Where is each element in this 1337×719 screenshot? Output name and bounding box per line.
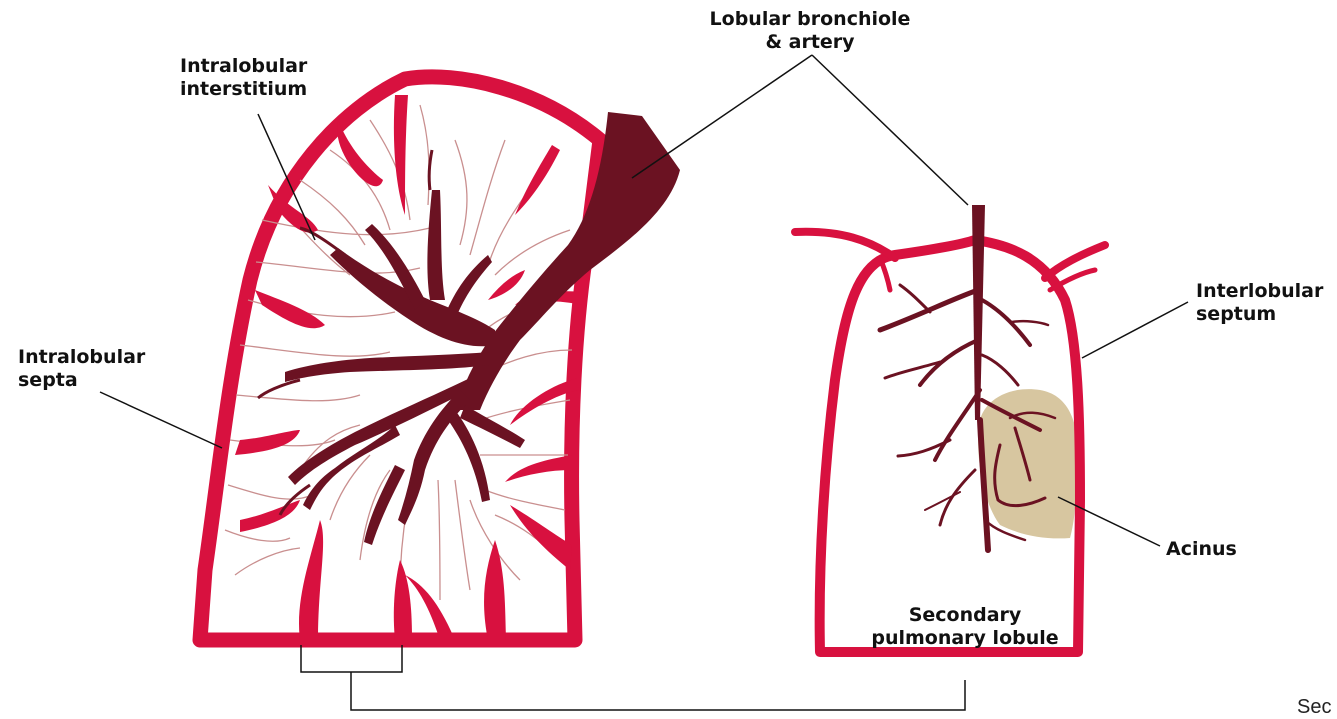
acinus-label: Acinus bbox=[1166, 538, 1237, 561]
leader-septa bbox=[100, 392, 222, 448]
leader-interlobular-septum bbox=[1082, 302, 1188, 358]
cropped-caption-text: Sec bbox=[1297, 696, 1331, 719]
secondary-pulmonary-lobule-label: Secondary pulmonary lobule bbox=[830, 604, 1100, 650]
interlobular-septum-label: Interlobular septum bbox=[1196, 280, 1323, 326]
large-lobule bbox=[200, 77, 680, 640]
leader-bronchiole-right bbox=[812, 55, 968, 205]
lobular-bronchiole-label: Lobular bronchiole & artery bbox=[680, 8, 940, 54]
intralobular-septa-label: Intralobular septa bbox=[18, 346, 145, 392]
acinus-shape bbox=[978, 389, 1078, 538]
small-lobule bbox=[795, 205, 1105, 652]
intralobular-interstitium-label: Intralobular interstitium bbox=[180, 55, 307, 101]
leader-bronchiole-left bbox=[632, 55, 812, 178]
